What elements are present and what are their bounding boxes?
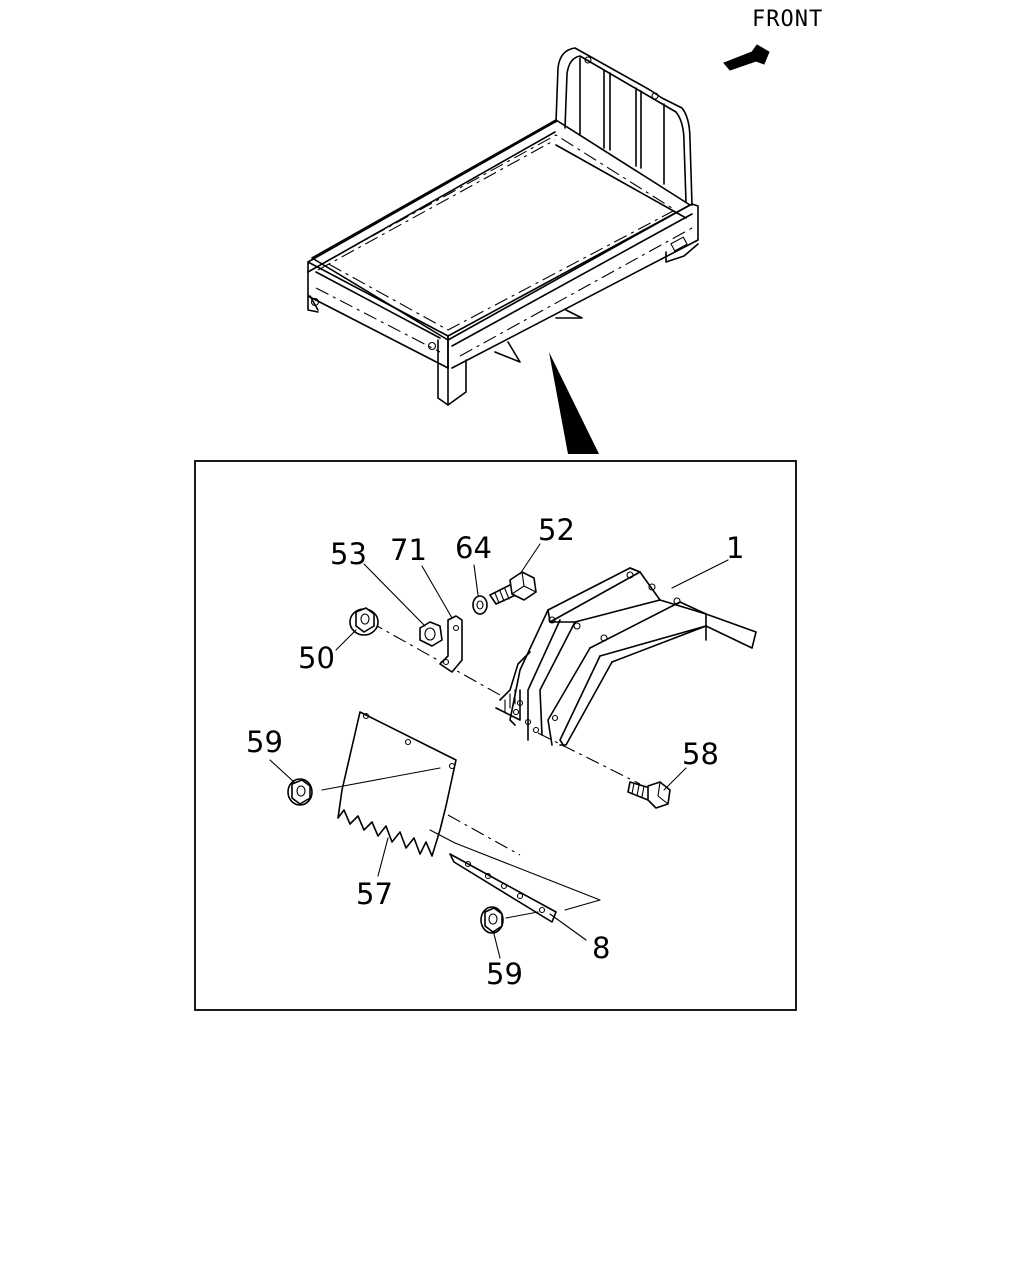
part-58-bolt: [627, 781, 671, 809]
callout-59-lower: 59: [486, 957, 523, 991]
part-59-nut-upper: [287, 778, 313, 806]
leader-8: [549, 913, 587, 941]
part-50-flange-nut: [349, 607, 379, 636]
leader-52: [519, 543, 541, 575]
front-label: FRONT: [752, 7, 823, 32]
part-59-nut-lower: [480, 906, 539, 934]
callout-50: 50: [298, 641, 335, 675]
leader-53: [363, 563, 426, 627]
cargo-body-overview: [307, 47, 699, 406]
callout-64: 64: [455, 531, 492, 565]
callout-71: 71: [390, 533, 427, 567]
front-direction-indicator: FRONT: [723, 7, 823, 71]
part-53-nut: [419, 621, 443, 647]
part-52-bolt: [489, 571, 537, 605]
callout-59-upper: 59: [246, 725, 283, 759]
leader-71: [421, 565, 453, 619]
leader-64: [473, 564, 479, 596]
part-64-washer: [472, 595, 488, 615]
callout-8: 8: [592, 931, 610, 965]
part-8-plate: [429, 829, 601, 923]
leader-57: [377, 837, 389, 877]
front-arrow-icon: [723, 44, 770, 71]
part-1-fender: [495, 567, 757, 747]
leader-50: [335, 629, 357, 651]
detail-frame: [194, 460, 797, 1011]
callout-58: 58: [682, 737, 719, 771]
part-57-mud-flap: [321, 711, 457, 857]
callout-57: 57: [356, 877, 393, 911]
callout-52: 52: [538, 513, 575, 547]
callout-1: 1: [726, 531, 744, 565]
leader-59-upper: [269, 759, 295, 783]
detail-pointer: [549, 352, 599, 454]
detail-drawing: 53 71 64 52 1 50 59 58 57 8 59: [246, 513, 757, 991]
leader-58: [663, 767, 687, 791]
leader-59-lower: [493, 933, 501, 959]
leader-1: [671, 559, 729, 589]
callout-53: 53: [330, 537, 367, 571]
part-71-bracket: [439, 615, 463, 673]
